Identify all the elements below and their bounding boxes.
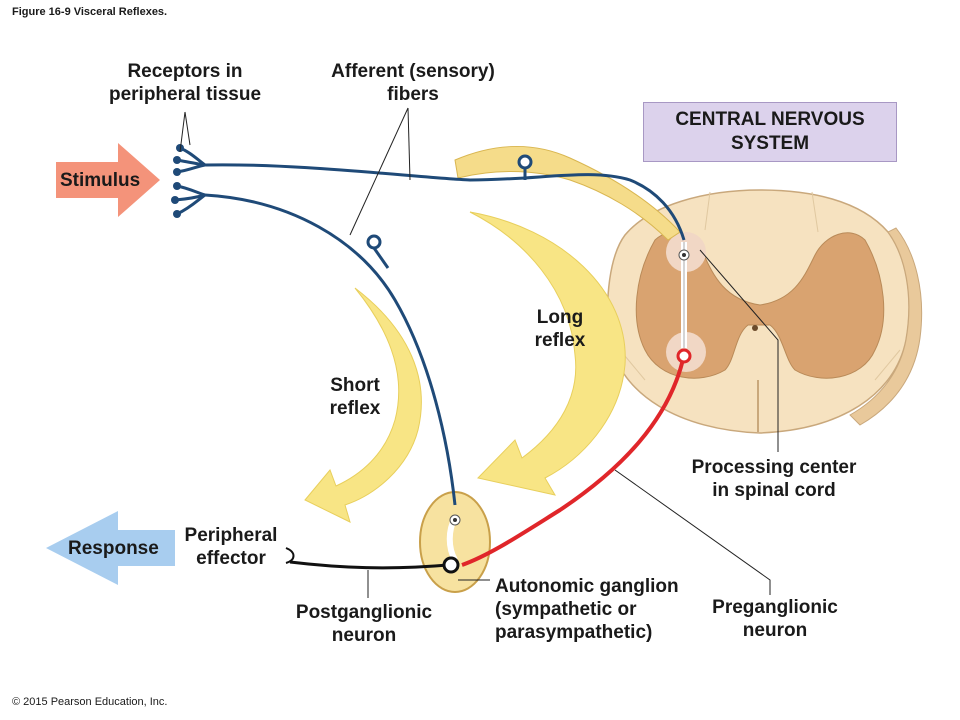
figure-title: Figure 16-9 Visceral Reflexes. xyxy=(12,6,168,18)
leader-lines xyxy=(179,107,779,598)
long-reflex-arrow xyxy=(469,211,626,496)
preganglionic-fiber xyxy=(461,354,686,567)
copyright-notice: © 2015 Pearson Education, Inc. xyxy=(12,696,168,708)
afferent-cell-body-lower xyxy=(366,234,382,250)
autonomic-ganglion xyxy=(419,491,491,593)
response-arrow xyxy=(46,511,175,585)
postganglionic-fiber xyxy=(289,560,449,570)
stimulus-arrow xyxy=(56,143,160,217)
afferent-fibers-label: Afferent (sensory)fibers xyxy=(331,61,495,105)
response-label: Response xyxy=(68,538,159,559)
afferent-cell-body-upper xyxy=(517,154,533,170)
spinal-interneuron xyxy=(678,242,690,348)
receptor-endings xyxy=(171,144,184,218)
stimulus-label: Stimulus xyxy=(60,170,141,191)
short-reflex-arrow xyxy=(304,287,422,523)
